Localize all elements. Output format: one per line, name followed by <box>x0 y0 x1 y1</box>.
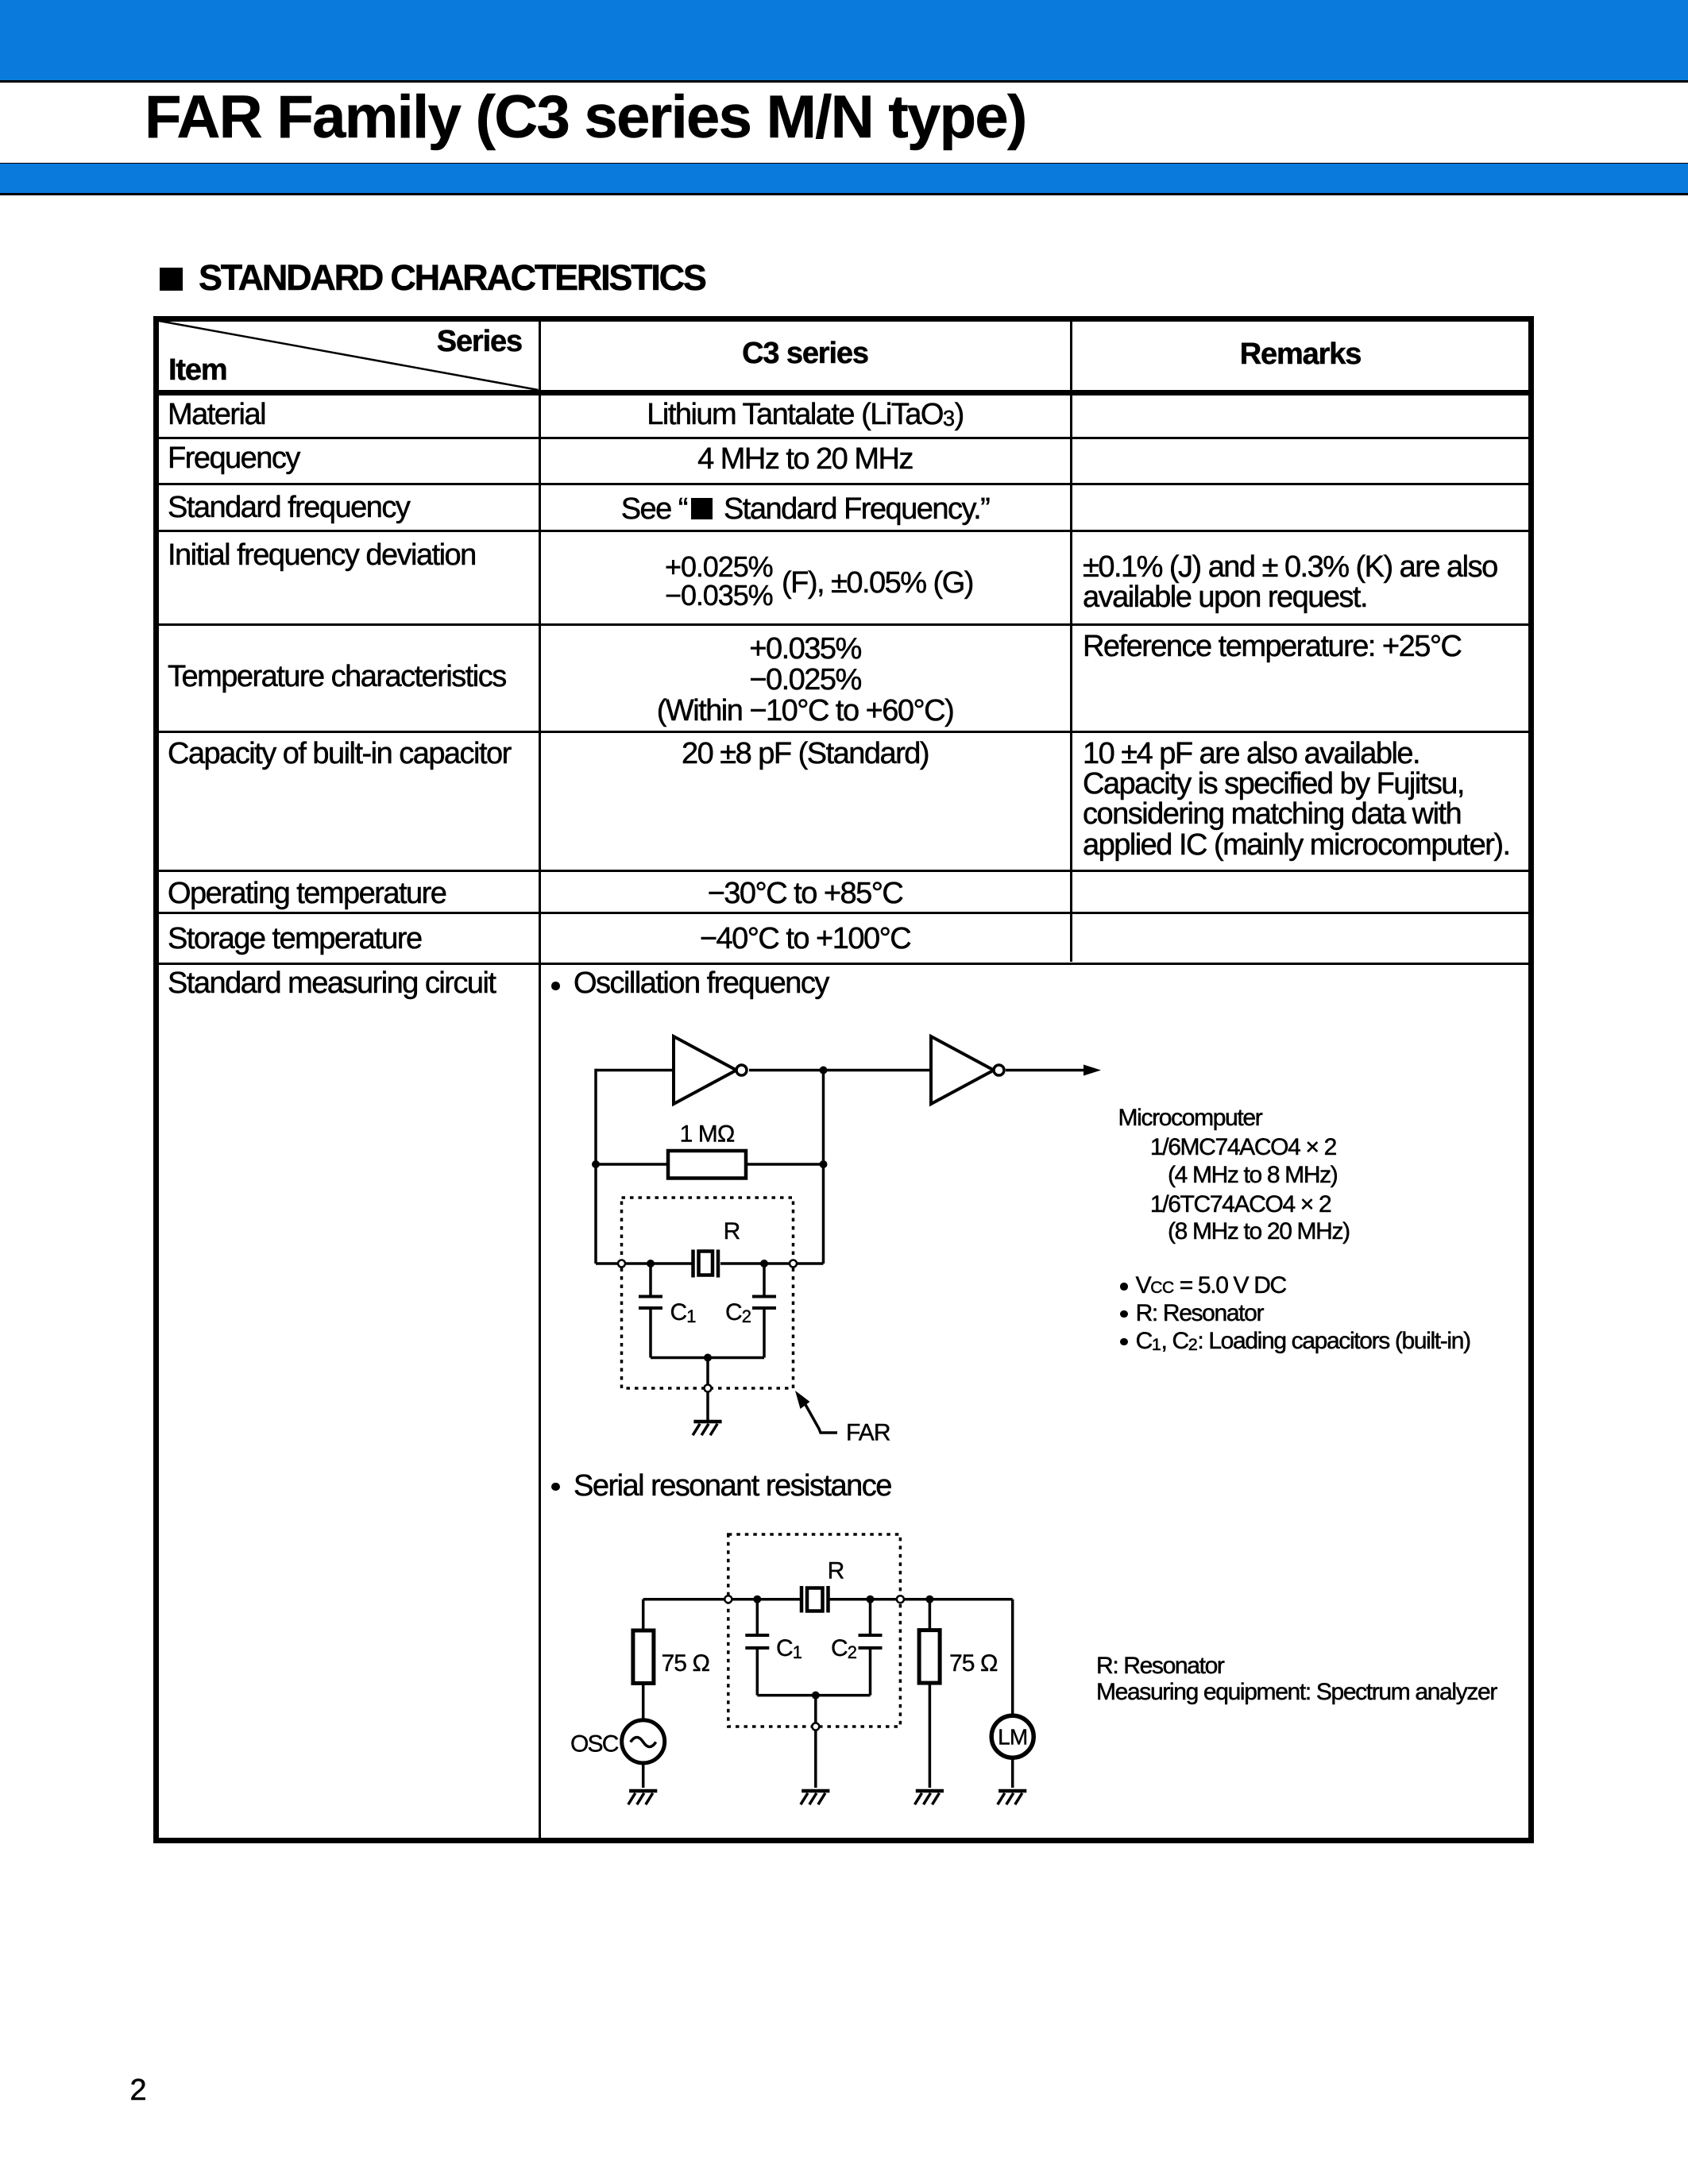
svg-text:75 Ω: 75 Ω <box>662 1650 710 1677</box>
svg-text:R: R <box>724 1218 740 1244</box>
svg-text:C2: C2 <box>831 1635 857 1662</box>
svg-text:C2: C2 <box>725 1299 751 1326</box>
svg-text:C1: C1 <box>776 1635 802 1662</box>
svg-text:OSC: OSC <box>570 1731 619 1758</box>
svg-text:75 Ω: 75 Ω <box>949 1650 998 1677</box>
svg-text:FAR: FAR <box>846 1420 890 1446</box>
svg-text:1 MΩ: 1 MΩ <box>680 1121 735 1148</box>
svg-text:LM: LM <box>998 1725 1027 1750</box>
svg-text:C1: C1 <box>670 1299 697 1326</box>
svg-text:R: R <box>828 1558 844 1584</box>
